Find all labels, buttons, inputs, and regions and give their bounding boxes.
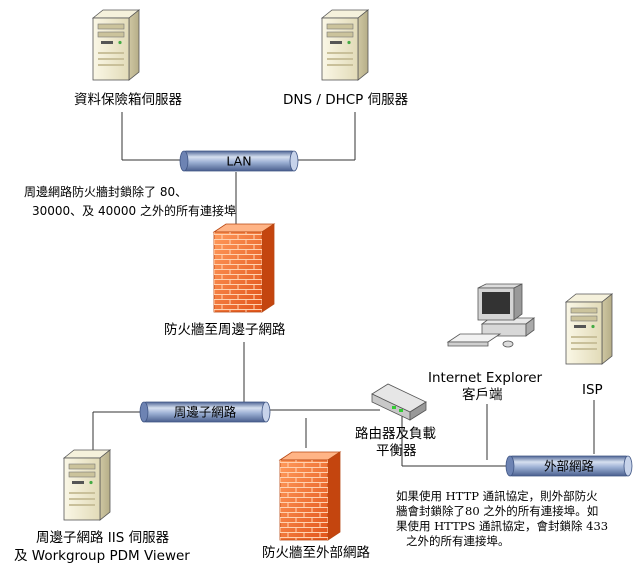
connection-lines — [92, 112, 595, 467]
perimeter-pipe — [139, 401, 271, 423]
lan-pipe — [179, 150, 299, 172]
external-note-line2: 牆會封鎖除了80 之外的所有連接埠。如 — [396, 504, 599, 518]
router-label-line2: 平衡器 — [376, 443, 417, 459]
iis-server-label-line1: 周邊子網路 IIS 伺服器 — [36, 530, 170, 546]
external-label: 外部網路 — [544, 459, 595, 474]
external-note-line1: 如果使用 HTTP 通訊協定，則外部防火 — [396, 489, 598, 503]
perimeter-firewall-icon — [213, 223, 275, 313]
isp-label: ISP — [582, 382, 603, 398]
router-label-line1: 路由器及負載 — [355, 426, 436, 442]
external-firewall-label: 防火牆至外部網路 — [262, 545, 370, 561]
vault-server-label: 資料保險箱伺服器 — [74, 92, 182, 108]
external-note: 如果使用 HTTP 通訊協定，則外部防火 牆會封鎖除了80 之外的所有連接埠。如… — [396, 489, 632, 549]
workstation-icon — [446, 283, 536, 348]
external-firewall-icon — [279, 451, 341, 541]
ie-client-label-line2: 客戶端 — [462, 387, 503, 403]
vault-server-icon — [92, 9, 140, 81]
ie-client-label-line1: Internet Explorer — [428, 370, 543, 386]
iis-server-icon — [63, 449, 111, 521]
perimeter-firewall-label: 防火牆至周邊子網路 — [164, 322, 286, 338]
external-note-line3: 果使用 HTTPS 通訊協定，會封鎖除 433 — [396, 519, 609, 533]
external-pipe — [505, 455, 633, 477]
perimeter-note-line1: 周邊網路防火牆封鎖除了 80、 — [24, 185, 188, 199]
perimeter-label: 周邊子網路 — [174, 405, 237, 420]
dns-dhcp-server-icon — [321, 9, 369, 81]
external-note-line4: 之外的所有連接埠。 — [406, 534, 510, 548]
perimeter-note-line2: 30000、及 40000 之外的所有連接埠 — [32, 204, 236, 218]
lan-label: LAN — [226, 154, 251, 169]
dns-dhcp-server-label: DNS / DHCP 伺服器 — [283, 92, 409, 108]
isp-server-icon — [565, 293, 613, 365]
router-icon — [371, 383, 427, 421]
iis-server-label-line2: 及 Workgroup PDM Viewer — [14, 548, 190, 564]
